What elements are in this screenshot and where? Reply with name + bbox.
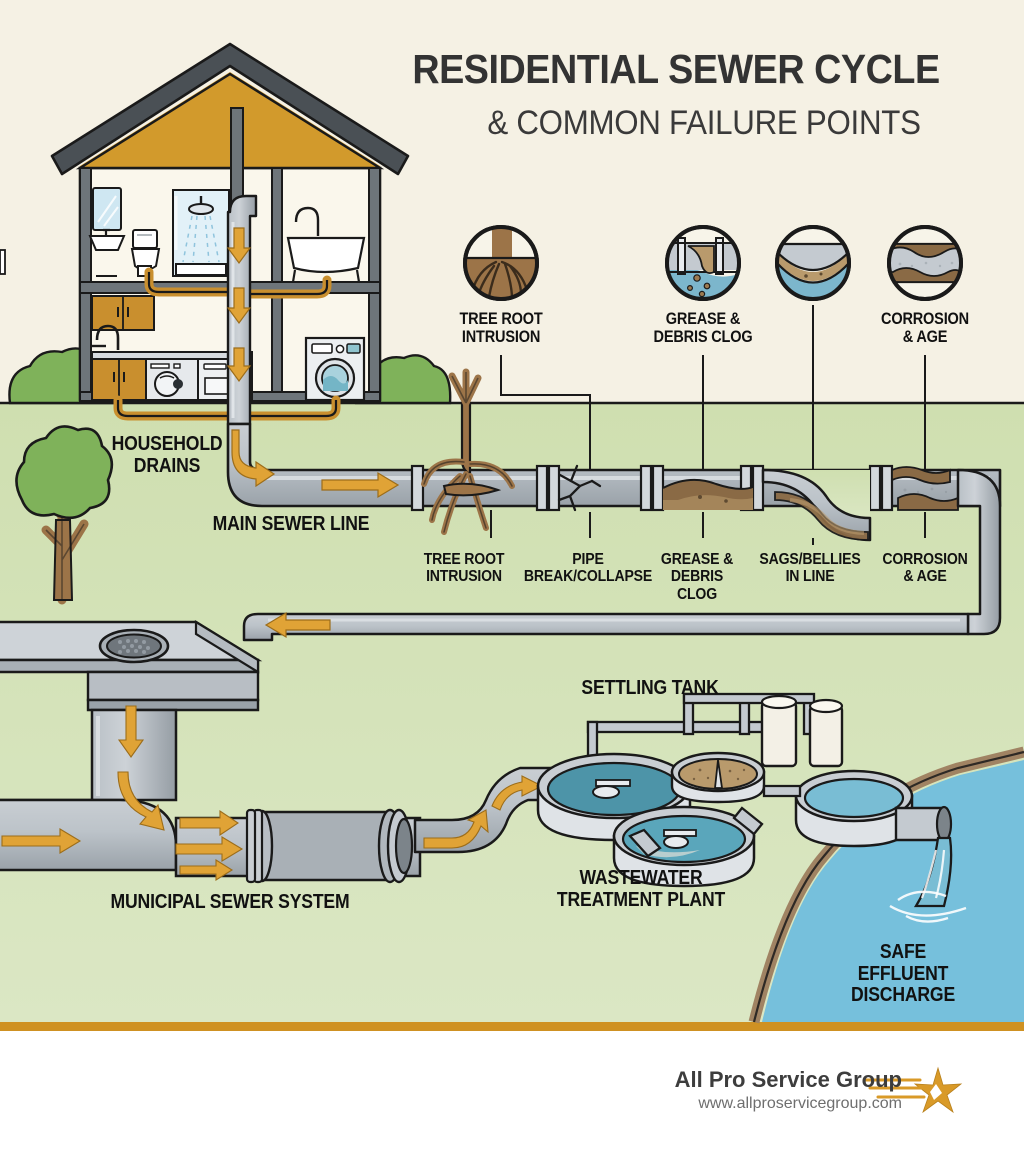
failure-icon-1-tree-root bbox=[463, 225, 539, 301]
elbow-arrow bbox=[231, 429, 400, 499]
effluent-outfall bbox=[889, 805, 967, 923]
failure-icon-label-corrosion-age: CORROSION & AGE bbox=[881, 310, 969, 346]
return-flow-arrow bbox=[264, 611, 331, 639]
yard-tree bbox=[15, 425, 114, 605]
kitchen-lower-cabinet bbox=[91, 358, 147, 401]
pipe-break-collapse-damage bbox=[557, 464, 602, 512]
house-cutaway bbox=[0, 42, 410, 426]
stage-label-household-drains: HOUSEHOLD DRAINS bbox=[111, 433, 223, 477]
footer-brand-name: All Pro Service Group bbox=[674, 1067, 902, 1092]
pipe-label-grease-debris-clog: GREASE & DEBRIS CLOG bbox=[660, 551, 734, 603]
pipe-label-corrosion-age: CORROSION & AGE bbox=[882, 551, 968, 586]
failure-icon-2-grease-clog bbox=[665, 225, 741, 301]
kitchen-upper-cabinet bbox=[91, 295, 155, 331]
stage-label-municipal-sewer-system: MUNICIPAL SEWER SYSTEM bbox=[110, 891, 350, 913]
footer-website-url[interactable]: www.allproservicegroup.com bbox=[698, 1095, 902, 1112]
failure-icon-label-tree-root-intrusion: TREE ROOT INTRUSION bbox=[459, 310, 543, 346]
pipe-label-ticks bbox=[490, 510, 926, 545]
failure-icon-3-sags-bellies bbox=[775, 225, 851, 301]
pipe-label-tree-root-intrusion: TREE ROOT INTRUSION bbox=[423, 551, 505, 586]
pipe-label-sags-bellies-in-line: SAGS/BELLIES IN LINE bbox=[759, 551, 861, 586]
grease-debris-buildup bbox=[662, 478, 754, 510]
shower bbox=[172, 189, 230, 277]
municipal-sewer-main bbox=[0, 705, 422, 884]
pipe-couplings bbox=[410, 464, 894, 512]
washing-machine bbox=[304, 336, 366, 402]
wastewater-treatment-plant bbox=[536, 692, 967, 923]
riser-arrows bbox=[423, 775, 544, 849]
receiving-water-body bbox=[748, 746, 1024, 1024]
house-branch-drains bbox=[113, 267, 341, 421]
dishwasher bbox=[145, 358, 199, 401]
sludge-bed bbox=[670, 751, 766, 804]
stage-label-settling-tank: SETTLING TANK bbox=[581, 677, 719, 699]
tree-root-intrusion-scene bbox=[421, 368, 515, 535]
stack-flow-arrows bbox=[226, 227, 252, 383]
stage-label-wastewater-treatment-plant: WASTEWATER TREATMENT PLANT bbox=[556, 867, 726, 911]
street-slab-manhole bbox=[0, 620, 263, 802]
bathtub bbox=[286, 206, 366, 283]
icon-connector-lines bbox=[500, 305, 926, 470]
page-title: RESIDENTIAL SEWER CYCLE bbox=[412, 46, 940, 92]
plant-transfer-pipes bbox=[628, 784, 802, 858]
page-subtitle: & COMMON FAILURE POINTS bbox=[487, 104, 921, 142]
brand-star-logo bbox=[864, 1066, 963, 1114]
plant-silos bbox=[760, 694, 844, 768]
municipal-flow-arrows bbox=[1, 705, 244, 881]
final-clarifier bbox=[794, 769, 914, 848]
stage-label-main-sewer-line: MAIN SEWER LINE bbox=[212, 513, 370, 535]
failure-icon-label-grease-debris-clog: GREASE & DEBRIS CLOG bbox=[653, 310, 753, 346]
sags-bellies-section bbox=[761, 468, 872, 542]
plant-inlet-riser bbox=[413, 766, 560, 854]
return-sewer-pipe bbox=[242, 611, 970, 642]
stage-label-safe-effluent-discharge: SAFE EFFLUENT DISCHARGE bbox=[850, 941, 956, 1007]
failure-icon-4-corrosion bbox=[887, 225, 963, 301]
bathroom-sink bbox=[0, 228, 126, 277]
bathroom-mirror bbox=[92, 187, 122, 231]
pipe-label-pipe-break-collapse: PIPE BREAK/COLLAPSE bbox=[523, 551, 653, 586]
main-sewer-line bbox=[226, 368, 1002, 636]
